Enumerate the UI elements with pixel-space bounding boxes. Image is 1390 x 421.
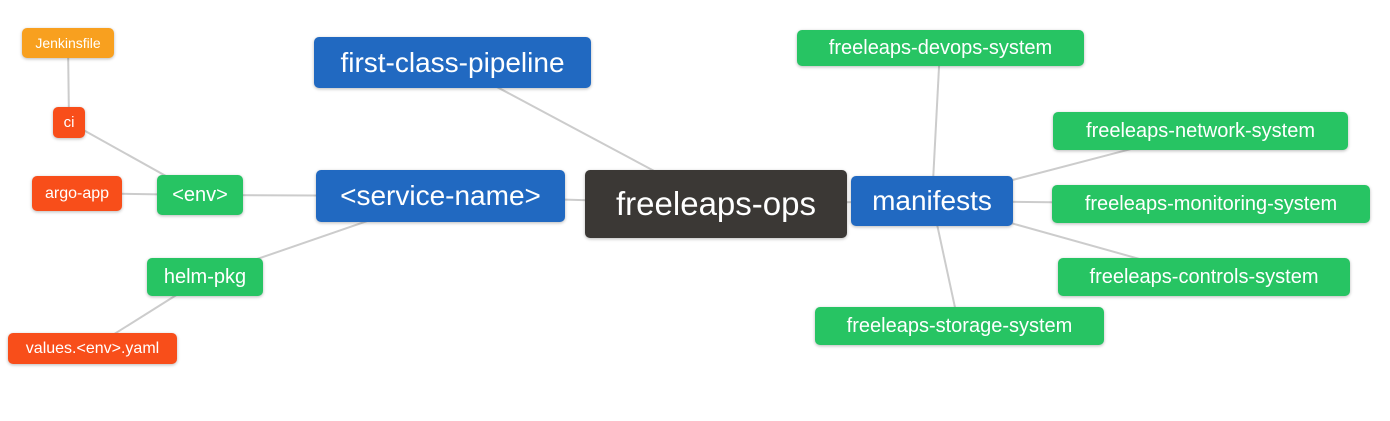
node-argo-app[interactable]: argo-app xyxy=(32,176,122,211)
node-label: <env> xyxy=(172,183,228,206)
node-label: helm-pkg xyxy=(163,265,247,288)
node-manifests[interactable]: manifests xyxy=(851,176,1013,226)
node-service-name[interactable]: <service-name> xyxy=(316,170,565,222)
node-first-class-pipeline[interactable]: first-class-pipeline xyxy=(314,37,591,88)
node-label: freeleaps-ops xyxy=(616,185,816,222)
node-label: Jenkinsfile xyxy=(35,35,101,51)
node-label: first-class-pipeline xyxy=(340,46,565,78)
node-jenkinsfile[interactable]: Jenkinsfile xyxy=(22,28,114,58)
node-freeleaps-network-system[interactable]: freeleaps-network-system xyxy=(1053,112,1348,150)
node-ci[interactable]: ci xyxy=(53,107,85,138)
edge-manifests-devops-system xyxy=(931,47,941,202)
node-freeleaps-devops-system[interactable]: freeleaps-devops-system xyxy=(797,30,1084,66)
node-label: freeleaps-network-system xyxy=(1086,119,1315,142)
node-label: values.<env>.yaml xyxy=(25,339,160,357)
node-label: freeleaps-monitoring-system xyxy=(1084,192,1338,215)
node-freeleaps-ops[interactable]: freeleaps-ops xyxy=(585,170,847,238)
node-label: <service-name> xyxy=(340,180,541,211)
node-label: freeleaps-devops-system xyxy=(828,36,1053,59)
node-label: freeleaps-controls-system xyxy=(1089,265,1319,288)
node-freeleaps-monitoring-system[interactable]: freeleaps-monitoring-system xyxy=(1052,185,1370,223)
node-freeleaps-controls-system[interactable]: freeleaps-controls-system xyxy=(1058,258,1350,296)
node-label: ci xyxy=(63,114,75,131)
node-helm-pkg[interactable]: helm-pkg xyxy=(147,258,263,296)
node-env[interactable]: <env> xyxy=(157,175,243,215)
node-values-env-yaml[interactable]: values.<env>.yaml xyxy=(8,333,177,364)
node-freeleaps-storage-system[interactable]: freeleaps-storage-system xyxy=(815,307,1104,345)
node-label: freeleaps-storage-system xyxy=(846,314,1073,337)
node-label: manifests xyxy=(872,185,992,216)
node-label: argo-app xyxy=(44,184,110,202)
